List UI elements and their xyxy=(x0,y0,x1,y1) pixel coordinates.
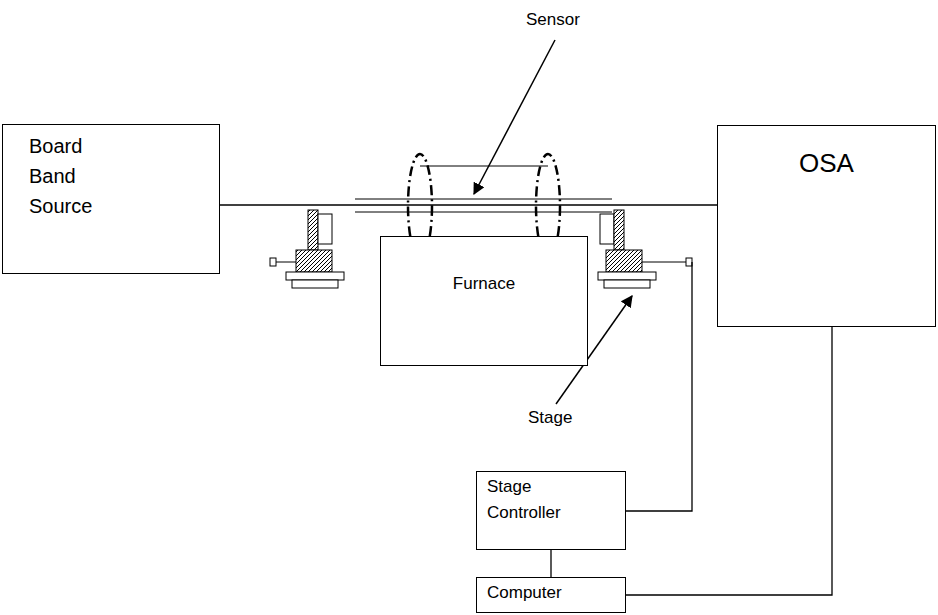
translation-stage xyxy=(270,210,344,288)
leader-arrow xyxy=(474,40,555,194)
callout-label: Sensor xyxy=(524,10,582,30)
analyzer-box: OSA xyxy=(717,125,936,327)
sensor-tube xyxy=(355,166,612,246)
source-box: Board Band Source xyxy=(2,124,220,274)
control-wire xyxy=(626,262,692,511)
node-label: Stage Controller xyxy=(487,474,561,525)
process-box: Stage Controller xyxy=(476,471,626,550)
callout-label: Stage xyxy=(526,408,574,428)
signal-wire xyxy=(626,327,832,595)
node-label: OSA xyxy=(799,144,854,183)
process-box: Computer xyxy=(476,577,626,613)
node-label: Board Band Source xyxy=(29,131,92,221)
translation-stage xyxy=(598,210,692,288)
node-label: Computer xyxy=(487,580,562,606)
furnace-box: Furnace xyxy=(380,236,588,366)
node-label: Furnace xyxy=(453,271,515,297)
optical-fiber xyxy=(220,204,717,205)
signal-wire xyxy=(550,550,551,577)
